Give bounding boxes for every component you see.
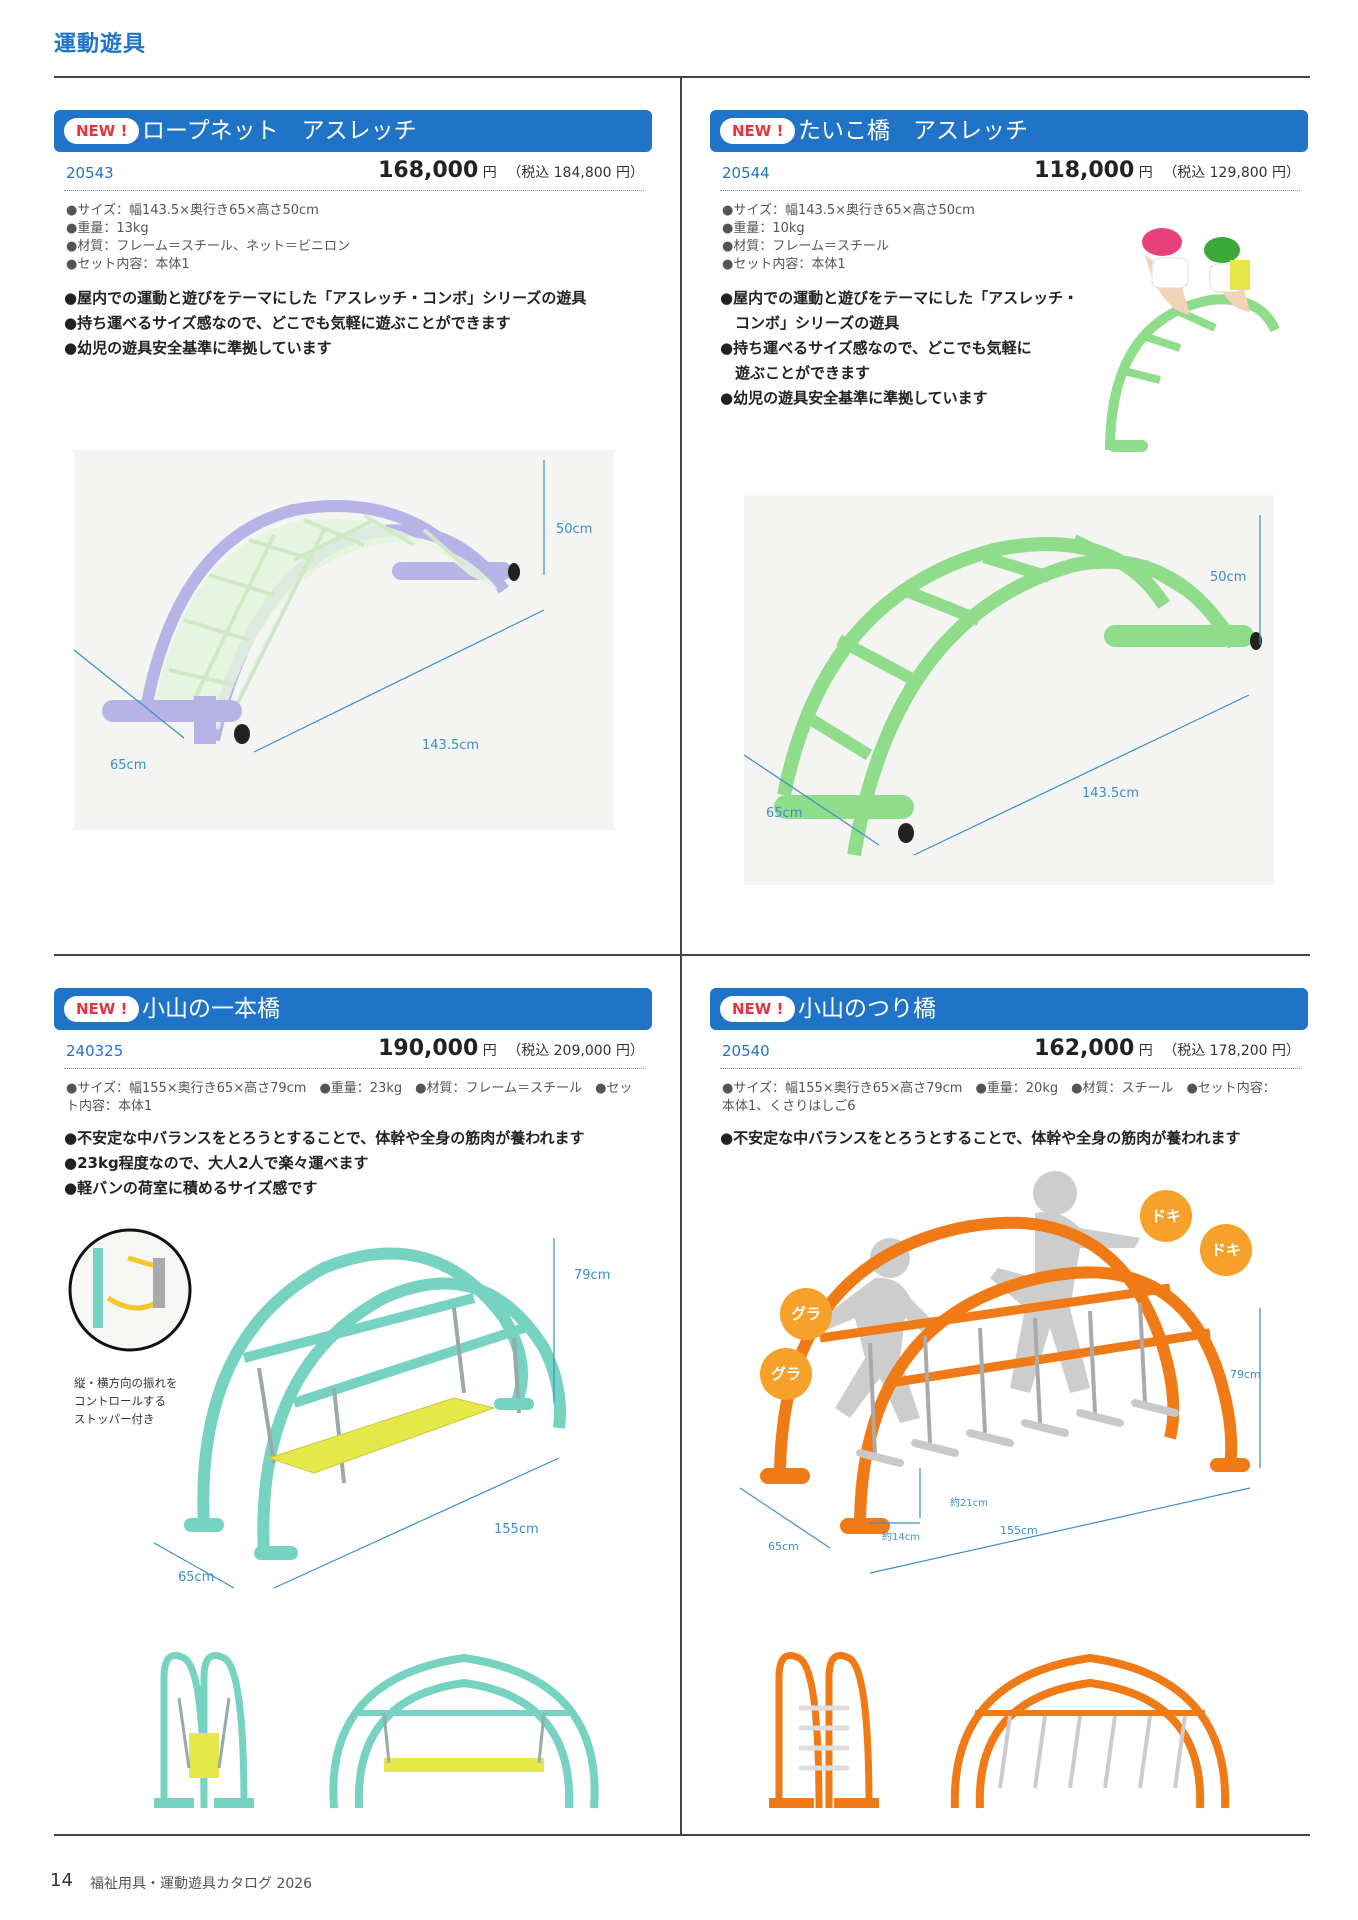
gura-bubble: グラ [760, 1348, 812, 1400]
price-line: 118,000 円 （税込 129,800 円） [1034, 158, 1300, 183]
product-title-bar: NEW ! 小山のつり橋 [710, 988, 1308, 1030]
stopper-callout: 縦・横方向の振れを コントロールする ストッパー付き [74, 1376, 178, 1426]
new-badge: NEW ! [720, 996, 796, 1022]
price-line: 162,000 円 （税込 178,200 円） [1034, 1036, 1300, 1061]
stopper-detail-photo [68, 1228, 192, 1352]
dim-height: 50cm [556, 522, 593, 537]
product-code: 20544 [722, 164, 770, 182]
dim-height: 79cm [1230, 1368, 1261, 1381]
product-title: 小山の一本橋 [142, 996, 280, 1022]
price-line: 168,000 円 （税込 184,800 円） [378, 158, 644, 183]
dim-depth: 65cm [768, 1540, 799, 1553]
top-divider [54, 76, 1310, 78]
swing-side-view-photo [154, 1652, 254, 1809]
new-badge: NEW ! [64, 996, 140, 1022]
spec-list: ●サイズ：幅155×奥行き65×高さ79cm ●重量：23kg ●材質：フレーム… [66, 1081, 633, 1114]
spec-list: ●サイズ：幅155×奥行き65×高さ79cm ●重量：20kg ●材質：スチール… [722, 1081, 1276, 1114]
product-card-rope-net: NEW ! ロープネット アスレッチ 20543 168,000 円 （税込 1… [54, 110, 654, 930]
new-badge: NEW ! [720, 118, 796, 144]
new-badge: NEW ! [64, 118, 140, 144]
spec-list: ●サイズ：幅143.5×奥行き65×高さ50cm ●重量：13kg ●材質：フレ… [66, 203, 350, 272]
dim-width: 143.5cm [1082, 786, 1140, 801]
product-title-bar: NEW ! 小山の一本橋 [54, 988, 652, 1030]
feature-list: ●不安定な中バランスをとろうとすることで、体幹や全身の筋肉が養われます [720, 1129, 1241, 1147]
price: 118,000 [1034, 158, 1135, 183]
dotted-divider [720, 190, 1300, 191]
bottom-divider [54, 1834, 1310, 1836]
swing-front-view-photo [329, 1653, 599, 1809]
product-code: 20540 [722, 1042, 770, 1060]
product-title: ロープネット アスレッチ [142, 118, 417, 144]
dim-width: 143.5cm [422, 738, 480, 753]
product-title: たいこ橋 アスレッチ [798, 118, 1028, 144]
dim-width: 155cm [1000, 1524, 1038, 1537]
tax-price: （税込 129,800 円） [1163, 165, 1300, 181]
dim-depth: 65cm [110, 758, 147, 773]
product-title-bar: NEW ! ロープネット アスレッチ [54, 110, 652, 152]
feature-list: ●屋内での運動と遊びをテーマにした「アスレッチ・コンボ」シリーズの遊具 ●持ち運… [64, 289, 587, 357]
gura-bubble: グラ [780, 1288, 832, 1340]
doki-bubble: ドキ [1200, 1224, 1252, 1276]
suspension-side-view-photo [769, 1652, 879, 1809]
drum-bridge-illustration [743, 495, 1274, 885]
kids-playing-photo [1105, 228, 1280, 452]
dim-width: 155cm [494, 1522, 539, 1537]
feature-list: ●屋内での運動と遊びをテーマにした「アスレッチ・ コンボ」シリーズの遊具 ●持ち… [720, 289, 1079, 407]
price: 190,000 [378, 1036, 479, 1061]
dim-depth: 65cm [766, 806, 803, 821]
dim-gap: 約14cm [882, 1532, 920, 1543]
price: 168,000 [378, 158, 479, 183]
dim-step: 約21cm [950, 1498, 988, 1509]
section-title: 運動遊具 [54, 32, 147, 57]
swing-bridge-illustration [153, 1238, 566, 1589]
tax-price: （税込 184,800 円） [507, 165, 644, 181]
dotted-divider [64, 1068, 644, 1069]
product-card-suspension-bridge: NEW ! 小山のつり橋 20540 162,000 円 （税込 178,200… [710, 988, 1310, 1828]
product-card-swing-bridge: NEW ! 小山の一本橋 240325 190,000 円 （税込 209,00… [54, 988, 654, 1828]
dotted-divider [64, 190, 644, 191]
page-number: 14 [50, 1870, 73, 1891]
middle-divider [54, 954, 1310, 956]
product-title: 小山のつり橋 [798, 996, 936, 1022]
doki-bubble: ドキ [1140, 1190, 1192, 1242]
suspension-front-view-photo [950, 1653, 1230, 1809]
feature-list: ●不安定な中バランスをとろうとすることで、体幹や全身の筋肉が養われます ●23k… [64, 1129, 585, 1197]
dim-depth: 65cm [178, 1570, 215, 1585]
product-title-bar: NEW ! たいこ橋 アスレッチ [710, 110, 1308, 152]
dim-height: 79cm [574, 1268, 611, 1283]
tax-price: （税込 209,000 円） [507, 1043, 644, 1059]
dim-height: 50cm [1210, 570, 1247, 585]
rope-net-illustration [73, 450, 614, 830]
spec-list: ●サイズ：幅143.5×奥行き65×高さ50cm ●重量：10kg ●材質：フレ… [722, 203, 975, 272]
product-card-drum-bridge: NEW ! たいこ橋 アスレッチ 20544 118,000 円 （税込 129… [710, 110, 1310, 930]
price-line: 190,000 円 （税込 209,000 円） [378, 1036, 644, 1061]
dotted-divider [720, 1068, 1300, 1069]
product-code: 20543 [66, 164, 114, 182]
product-code: 240325 [66, 1042, 124, 1060]
price: 162,000 [1034, 1036, 1135, 1061]
footer-catalog-title: 福祉用具・運動遊具カタログ 2026 [90, 1876, 313, 1892]
tax-price: （税込 178,200 円） [1163, 1043, 1300, 1059]
suspension-bridge-illustration [739, 1171, 1261, 1574]
